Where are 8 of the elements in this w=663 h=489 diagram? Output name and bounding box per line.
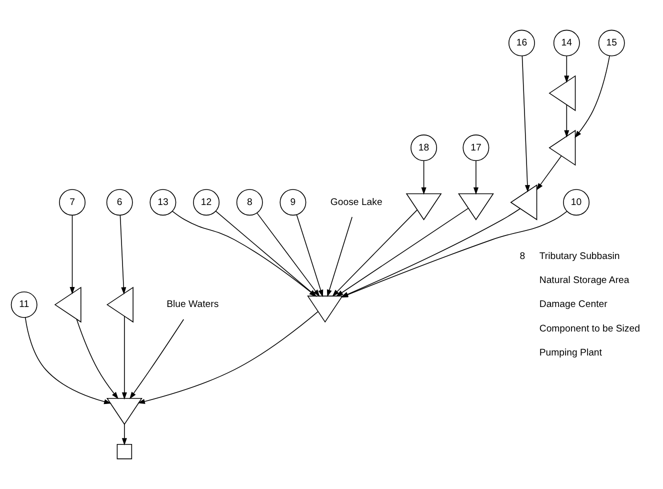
legend-label: Natural Storage Area — [539, 275, 630, 286]
legend-label: Tributary Subbasin — [539, 251, 620, 262]
legend-label: Damage Center — [539, 299, 608, 310]
node-text: Blue Waters — [166, 299, 219, 310]
label: 8 — [520, 251, 526, 262]
legend-label: Pumping Plant — [539, 347, 602, 358]
node-text: Goose Lake — [330, 196, 382, 208]
legend-label: Component to be Sized — [539, 323, 640, 334]
